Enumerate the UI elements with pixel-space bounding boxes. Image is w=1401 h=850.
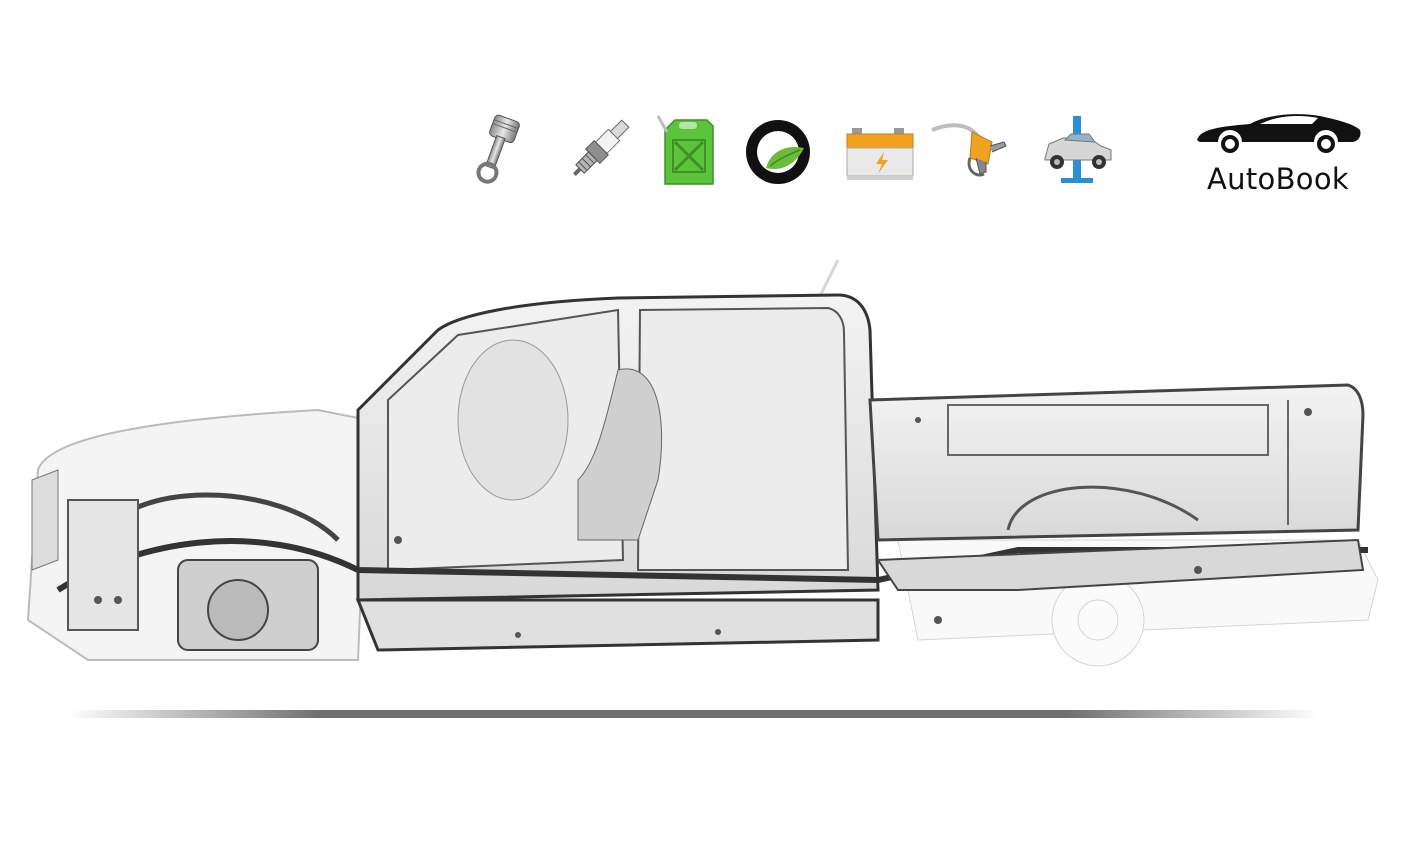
car-battery-icon[interactable] bbox=[842, 112, 922, 192]
spark-plug-icon[interactable] bbox=[557, 112, 637, 192]
sports-car-silhouette-icon bbox=[1197, 114, 1361, 155]
brand-name: AutoBook bbox=[1207, 162, 1349, 196]
eco-tire-icon[interactable] bbox=[740, 112, 820, 192]
piston-icon[interactable] bbox=[455, 112, 535, 192]
pickup-truck-cutaway-illustration bbox=[18, 240, 1388, 740]
car-lift-icon[interactable] bbox=[1037, 112, 1117, 192]
fuel-can-icon[interactable] bbox=[653, 112, 733, 192]
autobook-logo[interactable]: AutoBook bbox=[1188, 108, 1368, 198]
service-icon-bar bbox=[455, 112, 1175, 192]
fuel-nozzle-icon[interactable] bbox=[930, 112, 1010, 192]
